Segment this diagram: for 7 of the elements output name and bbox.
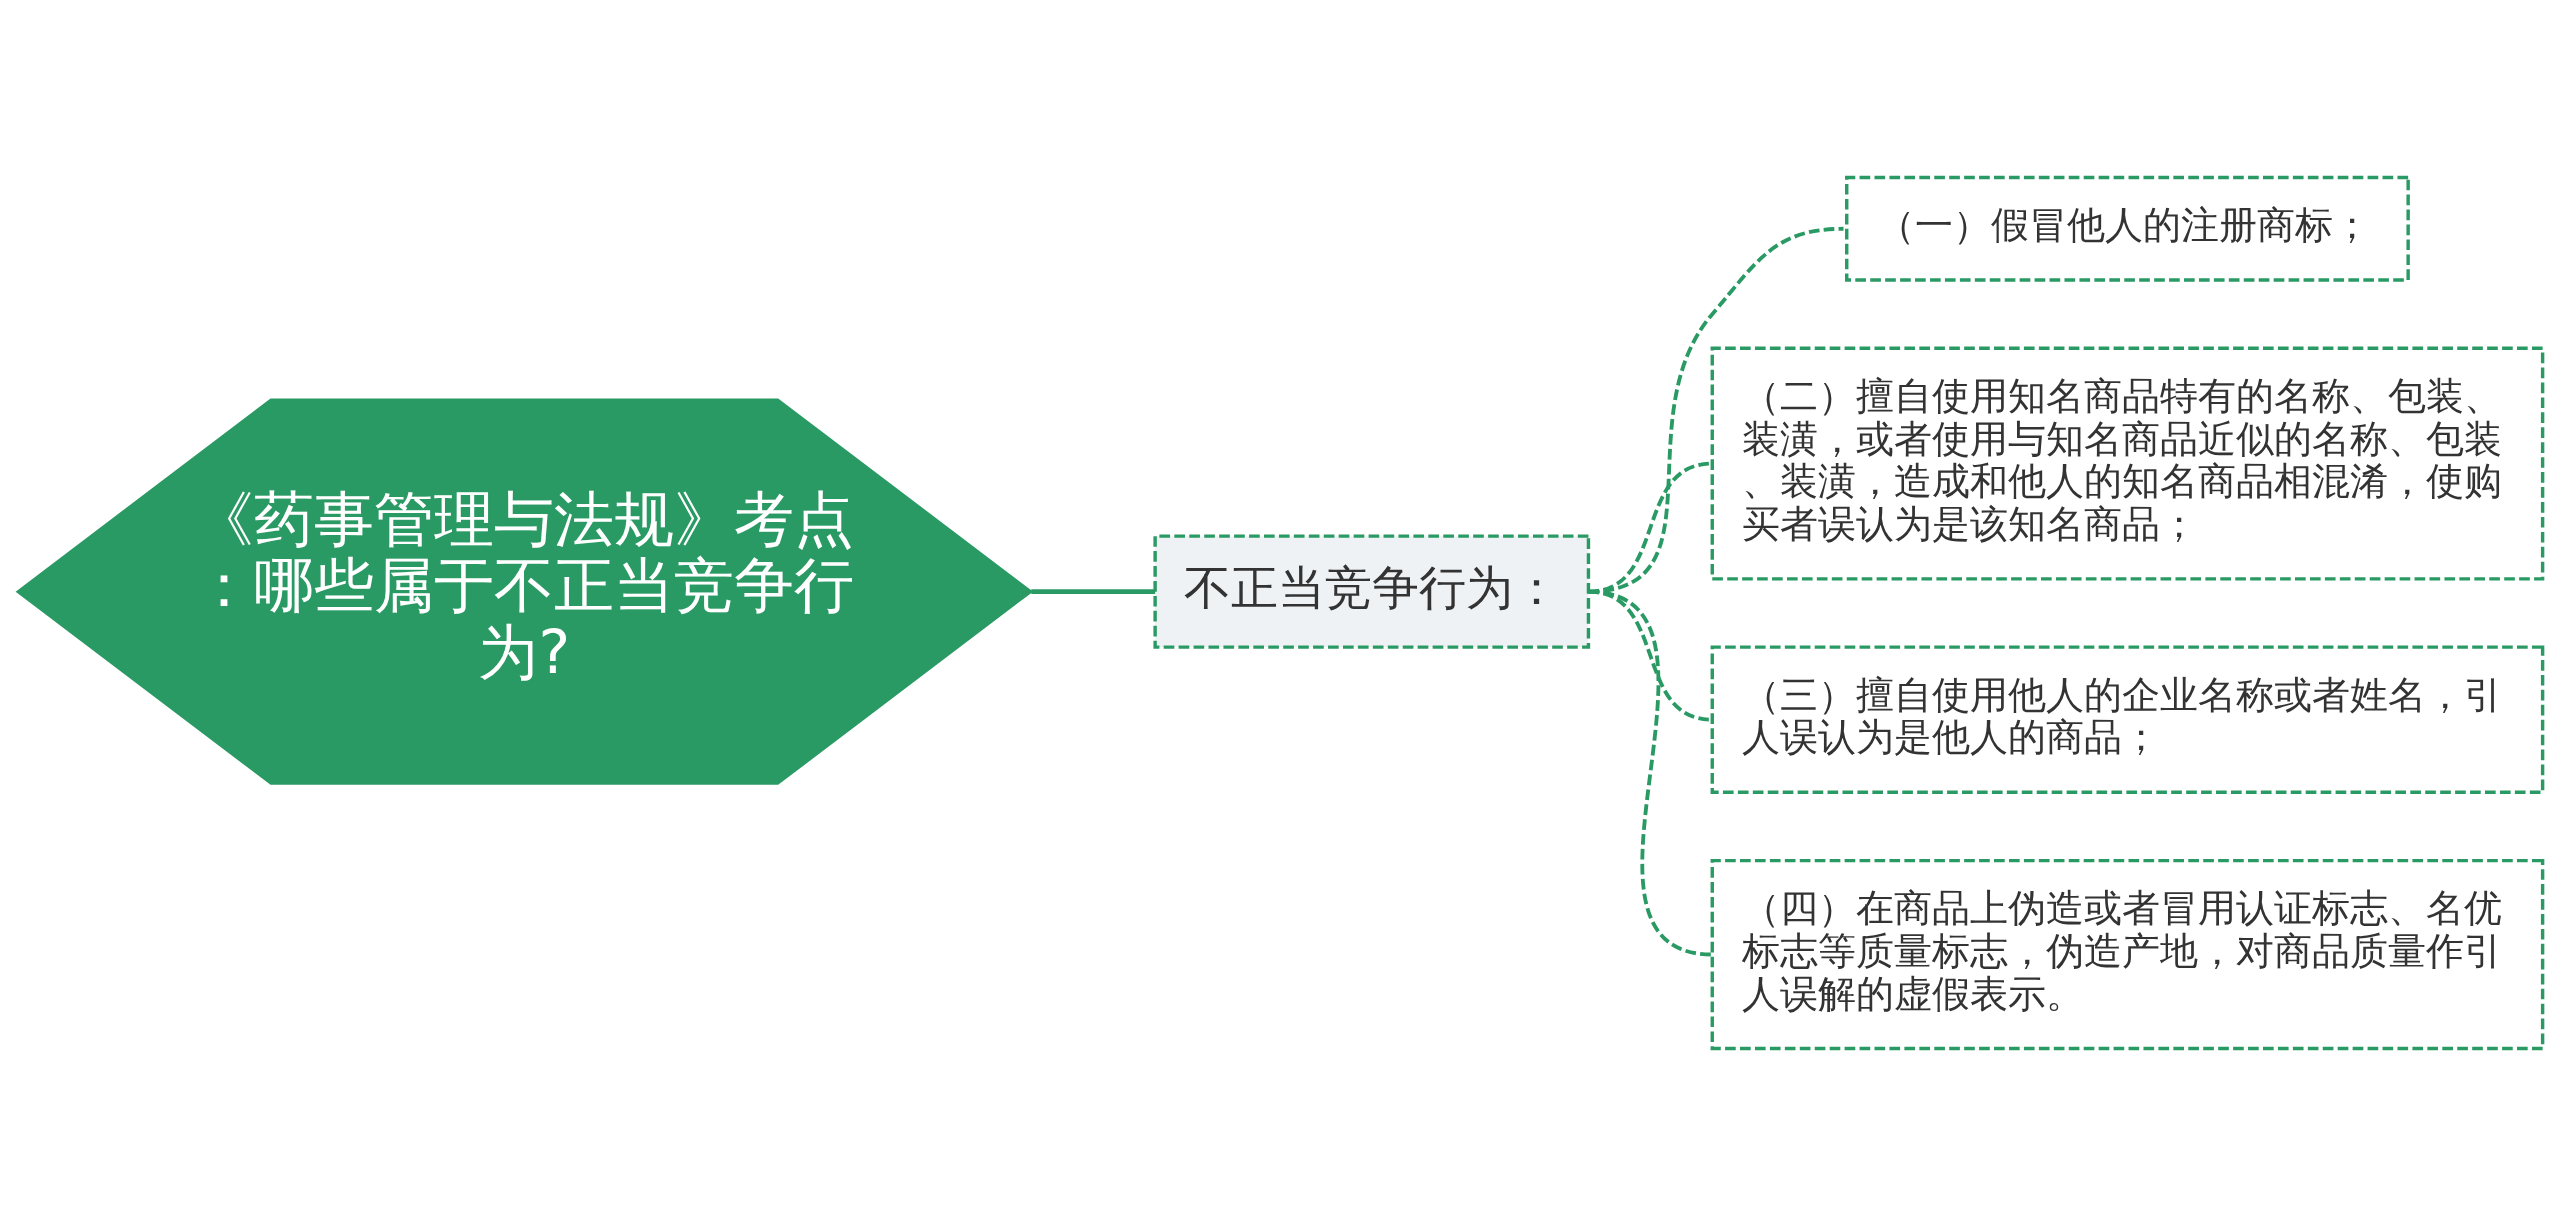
node-box: （四）在商品上伪造或者冒用认证标志、名优标志等质量标志，伪造产地，对商品质量作引人误解的虚假表示。	[1710, 858, 2545, 1050]
node-box: （二）擅自使用知名商品特有的名称、包装、装潢，或者使用与知名商品近似的名称、包装、装潢，造成和他人的知名商品相混淆，使购买者误认为是该知名商品；	[1710, 346, 2545, 581]
node-box: （一）假冒他人的注册商标；	[1845, 175, 2410, 282]
node-box: （三）擅自使用他人的企业名称或者姓名，引人误认为是他人的商品；	[1710, 644, 2545, 794]
node-box: 不正当竞争行为：	[1153, 533, 1591, 649]
connector	[1588, 589, 1713, 956]
connector	[1031, 588, 1156, 594]
